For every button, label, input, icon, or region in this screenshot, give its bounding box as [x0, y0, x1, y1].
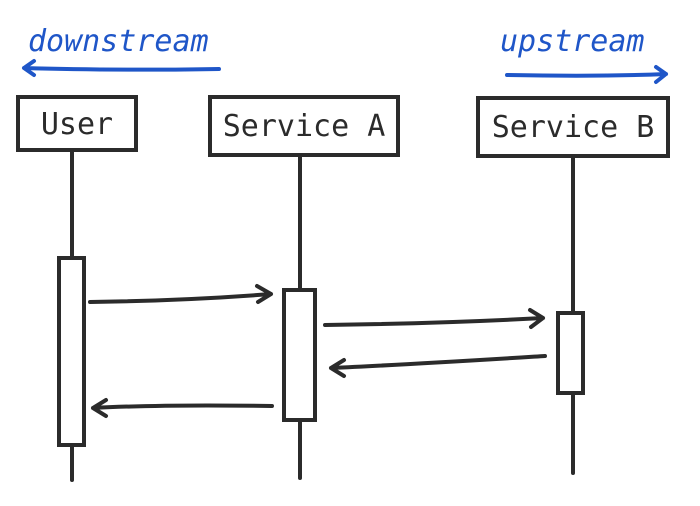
activations [57, 256, 585, 447]
participant-user: User [16, 95, 138, 152]
message-service-a-to-service-b [323, 308, 545, 329]
upstream-arrow [505, 65, 668, 84]
message-user-to-service-a [88, 284, 273, 304]
activation-user [57, 256, 86, 447]
upstream-label: upstream [500, 24, 645, 59]
participant-box [16, 95, 138, 152]
participant-label: Service B [492, 110, 655, 145]
direction-legend: downstream upstream [22, 24, 668, 84]
participant-label: Service A [223, 109, 386, 144]
participant-service-a: Service A [208, 95, 400, 157]
participant-service-b: Service B [476, 96, 670, 158]
messages [88, 284, 547, 418]
activation-service-b [556, 311, 585, 395]
message-service-b-to-service-a [329, 354, 547, 378]
activation-service-a [282, 288, 317, 422]
lifelines [70, 149, 575, 482]
downstream-label: downstream [28, 24, 209, 59]
downstream-arrow [22, 59, 221, 77]
participant-box [208, 95, 400, 157]
participant-label: User [41, 107, 113, 142]
message-service-a-to-user [91, 398, 274, 418]
